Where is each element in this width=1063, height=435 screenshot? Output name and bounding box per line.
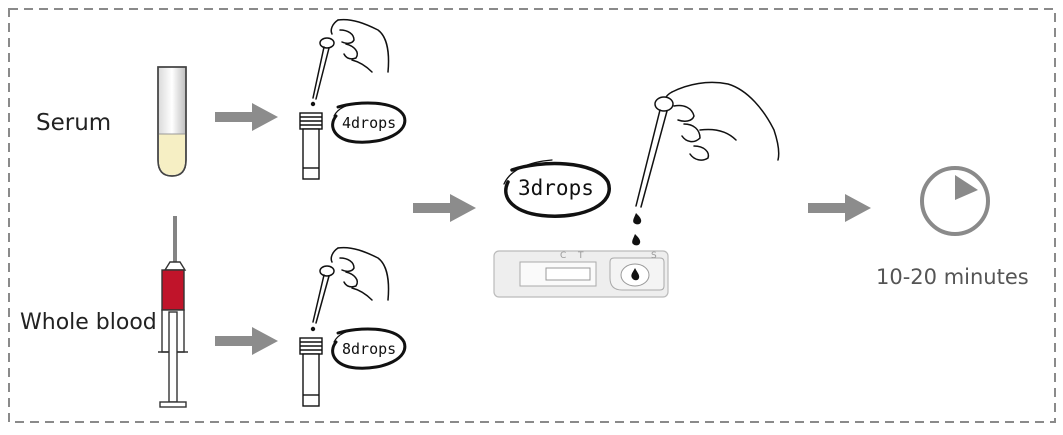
right-arrow-icon	[808, 194, 871, 222]
cassette-hand-dropper-icon	[635, 81, 780, 208]
serum-drop-icon	[310, 101, 316, 107]
cassette-sample-mark: S	[651, 251, 657, 261]
cassette-drops-label: 3drops	[518, 176, 594, 200]
cassette-test-mark: T	[578, 251, 584, 261]
cassette-drops-badge-icon	[503, 159, 611, 218]
serum-drops-badge-icon	[331, 101, 407, 144]
dashed-frame	[8, 8, 1056, 423]
whole-blood-drops-label: 8drops	[342, 340, 397, 358]
serum-drops-label: 4drops	[342, 114, 397, 132]
middle-arrow-icon	[413, 194, 476, 222]
cassette-control-mark: C	[560, 251, 567, 261]
timer-label: 10-20 minutes	[876, 265, 1029, 289]
serum-label: Serum	[36, 110, 112, 136]
whole-blood-vial-icon	[299, 337, 323, 407]
whole-blood-hand-dropper-icon	[312, 246, 390, 324]
timer-icon	[920, 166, 990, 236]
whole-blood-drops-badge-icon	[331, 327, 407, 370]
test-cassette-icon	[493, 250, 669, 298]
cassette-drops-icon	[632, 213, 642, 246]
whole-blood-label: Whole blood	[20, 310, 157, 335]
whole-blood-arrow-icon	[215, 327, 278, 355]
whole-blood-drop-icon	[310, 326, 316, 332]
serum-vial-icon	[299, 112, 323, 180]
serum-hand-dropper-icon	[312, 18, 390, 100]
syringe-icon	[158, 216, 188, 408]
serum-tube-icon	[157, 66, 187, 177]
serum-arrow-icon	[215, 103, 278, 131]
